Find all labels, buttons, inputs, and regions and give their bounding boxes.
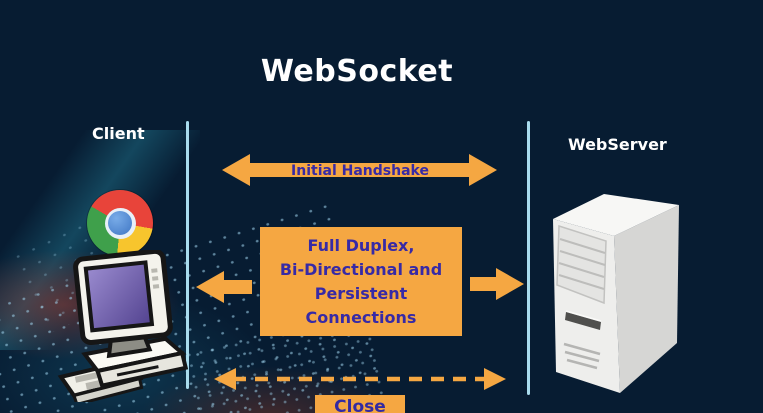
- close-right-arrowhead: [484, 368, 506, 390]
- duplex-left-arrow: [196, 271, 252, 303]
- duplex-line-2: Bi-Directional and: [279, 259, 443, 279]
- handshake-double-arrow: [222, 154, 497, 186]
- close-message-box: Close: [315, 395, 405, 413]
- duplex-right-arrow: [470, 268, 524, 300]
- duplex-line-3: Persistent: [314, 283, 408, 303]
- chrome-icon-core: [108, 211, 132, 235]
- close-left-arrowhead: [214, 368, 236, 390]
- handshake-arrow-label: Initial Handshake: [291, 163, 429, 179]
- chrome-icon-ring: [104, 207, 136, 239]
- duplex-line-1: Full Duplex,: [307, 235, 415, 255]
- close-label: Close: [334, 397, 386, 413]
- client-lifeline: [186, 121, 189, 389]
- client-label: Client: [92, 124, 145, 143]
- server-lifeline: [527, 121, 530, 395]
- duplex-message-box: Full Duplex, Bi-Directional and Persiste…: [260, 227, 462, 336]
- desktop-computer-icon: [57, 250, 189, 402]
- server-tower-icon: [553, 194, 679, 393]
- page-title: WebSocket: [260, 54, 454, 89]
- chrome-browser-icon: [87, 190, 153, 256]
- server-label: WebServer: [568, 135, 667, 154]
- duplex-line-4: Connections: [305, 307, 417, 327]
